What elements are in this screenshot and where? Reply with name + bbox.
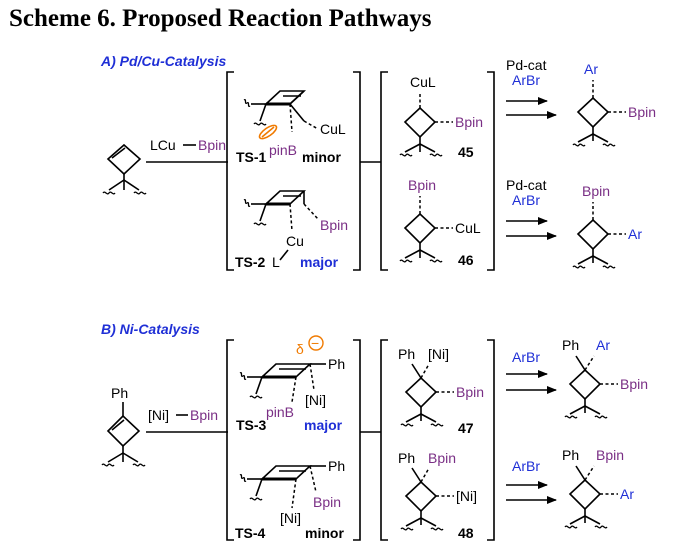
svg-text:pinB: pinB (266, 404, 294, 420)
svg-text:Bpin: Bpin (313, 494, 341, 510)
svg-text:Ar: Ar (584, 61, 598, 77)
svg-text:ArBr: ArBr (512, 72, 540, 88)
int-48: Ph Bpin [Ni] 48 (398, 450, 477, 541)
scheme-title: Scheme 6. Proposed Reaction Pathways (9, 5, 432, 32)
product-b2: Ph Bpin Ar (562, 447, 634, 529)
svg-text:L: L (272, 254, 280, 270)
ts2-structure: Bpin Cu L TS-2 major (235, 190, 348, 270)
conditions-a1: Pd-cat ArBr (506, 57, 557, 119)
svg-text:Cu: Cu (286, 233, 304, 249)
svg-text:CuL: CuL (320, 121, 346, 137)
int-46: Bpin CuL 46 (399, 177, 481, 268)
product-b1: Ph Ar Bpin (562, 337, 648, 419)
bracket-int-a (380, 71, 495, 271)
conditions-b2: ArBr (506, 458, 557, 504)
svg-text:Bpin: Bpin (455, 114, 483, 130)
ts3-label: TS-3 (236, 417, 267, 433)
svg-text:Bpin: Bpin (596, 447, 624, 463)
bracket-int-b (380, 339, 495, 541)
svg-text:CuL: CuL (410, 74, 436, 90)
ts3-structure: Ph δ − [Ni] pinB TS-3 major (236, 335, 345, 433)
svg-text:Ph: Ph (562, 447, 579, 463)
svg-text:ArBr: ArBr (512, 192, 540, 208)
conditions-b1: ArBr (506, 349, 557, 394)
svg-text:Bpin: Bpin (408, 177, 436, 193)
svg-text:[Ni]: [Ni] (428, 346, 449, 362)
svg-text:−: − (311, 335, 319, 351)
reagent-a: LCu Bpin (146, 137, 228, 163)
ts4-note: minor (305, 525, 344, 541)
svg-text:Ar: Ar (596, 337, 610, 353)
ts1-structure: CuL pinB TS-1 minor (236, 90, 346, 165)
svg-text:Ph: Ph (328, 356, 345, 372)
svg-text:Bpin: Bpin (628, 104, 656, 120)
svg-text:CuL: CuL (455, 220, 481, 236)
svg-text:LCu: LCu (150, 137, 176, 153)
int-47: Ph [Ni] Bpin 47 (398, 346, 484, 436)
reagent-b: [Ni] Bpin (146, 407, 228, 433)
svg-text:47: 47 (458, 420, 474, 436)
svg-text:Bpin: Bpin (320, 217, 348, 233)
int-45: CuL Bpin 45 (399, 74, 483, 160)
svg-text:Bpin: Bpin (620, 376, 648, 392)
svg-text:48: 48 (458, 525, 474, 541)
ts3-note: major (304, 417, 343, 433)
substrate-b: Ph (101, 385, 146, 467)
ts1-note: minor (302, 149, 341, 165)
svg-text:Ar: Ar (628, 226, 642, 242)
svg-text:Ph: Ph (562, 337, 579, 353)
svg-text:Ph: Ph (398, 346, 415, 362)
ts2-note: major (300, 254, 339, 270)
svg-text:Pd-cat: Pd-cat (506, 177, 547, 193)
svg-text:Ph: Ph (398, 450, 415, 466)
ts4-label: TS-4 (235, 525, 266, 541)
svg-text:Ph: Ph (111, 385, 128, 401)
svg-text:[Ni]: [Ni] (305, 392, 326, 408)
ts4-structure: Ph Bpin [Ni] TS-4 minor (235, 458, 345, 541)
svg-text:45: 45 (458, 144, 474, 160)
svg-text:Bpin: Bpin (428, 450, 456, 466)
svg-text:46: 46 (458, 252, 474, 268)
product-a2: Bpin Ar (572, 183, 642, 269)
svg-text:[Ni]: [Ni] (456, 488, 477, 504)
svg-text:Bpin: Bpin (198, 137, 226, 153)
section-b-label: B) Ni-Catalysis (101, 321, 200, 337)
svg-text:Bpin: Bpin (582, 183, 610, 199)
svg-text:ArBr: ArBr (512, 349, 540, 365)
ts1-label: TS-1 (236, 149, 267, 165)
svg-text:Pd-cat: Pd-cat (506, 57, 547, 73)
svg-text:[Ni]: [Ni] (280, 510, 301, 526)
product-a1: Ar Bpin (572, 61, 656, 147)
svg-text:Bpin: Bpin (190, 407, 218, 423)
svg-text:Bpin: Bpin (456, 384, 484, 400)
svg-text:δ: δ (296, 341, 304, 357)
svg-text:Ph: Ph (328, 458, 345, 474)
svg-text:Ar: Ar (620, 486, 634, 502)
conditions-a2: Pd-cat ArBr (506, 177, 557, 240)
substrate-a (102, 143, 147, 195)
bracket-ts-a (226, 71, 381, 271)
svg-text:ArBr: ArBr (512, 458, 540, 474)
svg-text:pinB: pinB (269, 142, 297, 158)
bracket-ts-b (226, 339, 381, 541)
ts2-label: TS-2 (235, 254, 266, 270)
svg-text:[Ni]: [Ni] (148, 407, 169, 423)
section-a-label: A) Pd/Cu-Catalysis (100, 53, 226, 69)
